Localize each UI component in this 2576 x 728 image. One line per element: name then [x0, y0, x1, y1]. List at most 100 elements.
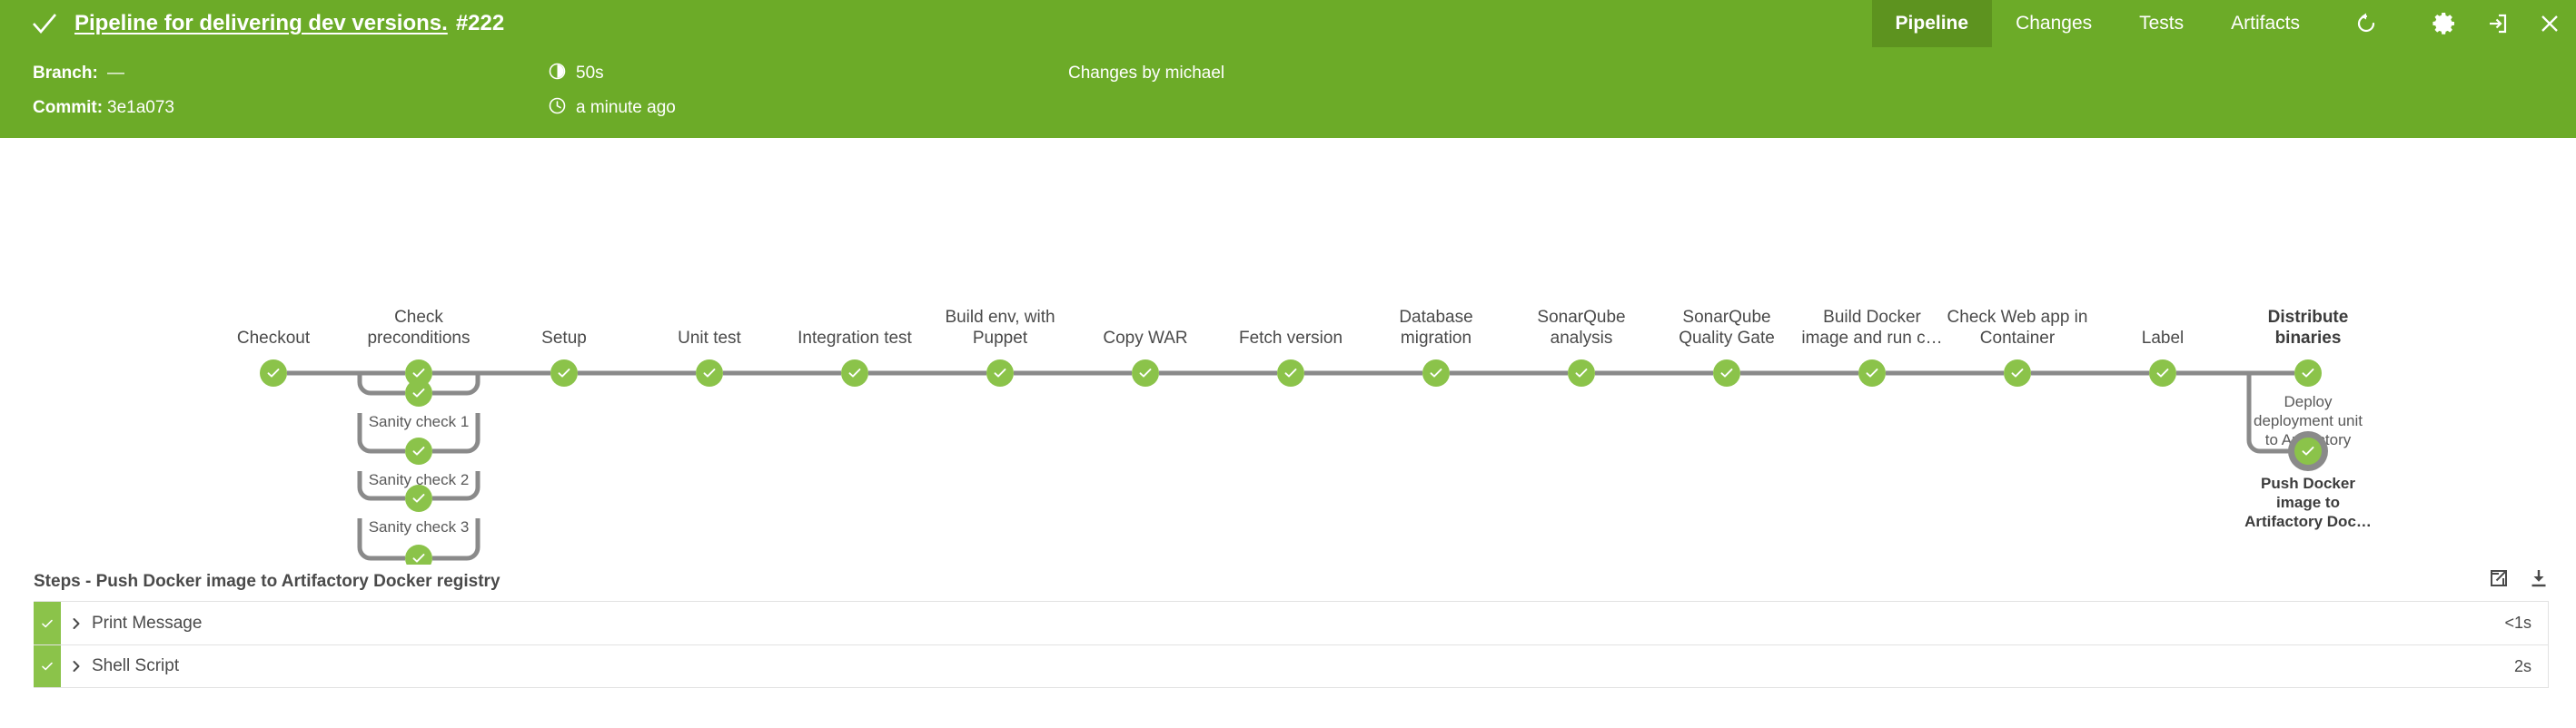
stage-node-8[interactable]	[1422, 359, 1450, 387]
tab-tests[interactable]: Tests	[2139, 13, 2185, 34]
chevron-right-icon[interactable]	[61, 660, 92, 673]
step-status-icon	[34, 645, 61, 687]
distribute-node-1[interactable]	[2294, 438, 2322, 465]
check-icon	[1866, 369, 1878, 378]
steps-title: Steps - Push Docker image to Artifactory…	[34, 572, 500, 591]
sanity-node-3[interactable]	[405, 545, 432, 565]
time-ago-value: a minute ago	[576, 98, 676, 117]
stage-node-11[interactable]	[1858, 359, 1886, 387]
tab-changes[interactable]: Changes	[2016, 13, 2093, 34]
stage-label-6[interactable]: Copy WAR	[1068, 328, 1223, 349]
distribute-label-1[interactable]: Push Docker image to Artifactory Doc…	[2222, 474, 2394, 531]
stage-label-7[interactable]: Fetch version	[1214, 328, 1368, 349]
check-icon	[2302, 369, 2314, 378]
stage-node-10[interactable]	[1713, 359, 1740, 387]
stage-label-12-line-0: Check Web app in	[1947, 308, 2088, 327]
stage-node-12[interactable]	[2004, 359, 2031, 387]
stage-node-7[interactable]	[1277, 359, 1304, 387]
distribute-label-1-line-0: Push Docker	[2261, 475, 2355, 492]
stage-node-9[interactable]	[1568, 359, 1595, 387]
gear-icon[interactable]	[2418, 0, 2471, 47]
tab-pipeline[interactable]: Pipeline	[1871, 0, 1993, 47]
check-icon	[267, 369, 280, 378]
check-icon	[412, 447, 425, 456]
check-icon	[412, 369, 425, 378]
check-icon	[848, 369, 861, 378]
logout-icon[interactable]	[2471, 0, 2523, 47]
sanity-node-2[interactable]	[405, 485, 432, 512]
commit-row: Commit: 3e1a073 a minute ago	[0, 91, 2576, 125]
stage-node-3[interactable]	[696, 359, 723, 387]
sanity-label-0-line-0: Sanity check 1	[368, 413, 470, 430]
stage-node-6[interactable]	[1132, 359, 1159, 387]
stage-label-13[interactable]: Label	[2086, 328, 2240, 349]
check-icon	[1284, 369, 1297, 378]
stage-label-0[interactable]: Checkout	[196, 328, 351, 349]
check-icon	[2011, 369, 2024, 378]
header-meta: Branch: — 50s Changes by michael Commit:…	[0, 47, 2576, 138]
step-row[interactable]: Print Message<1s	[34, 601, 2549, 644]
rerun-icon[interactable]	[2340, 0, 2393, 47]
changes-by: Changes by michael	[1068, 64, 1225, 83]
sanity-node-0[interactable]	[405, 379, 432, 407]
chevron-right-icon[interactable]	[61, 617, 92, 630]
stage-label-4[interactable]: Integration test	[778, 328, 932, 349]
stage-node-4[interactable]	[841, 359, 868, 387]
stage-label-0-line-0: Checkout	[236, 329, 311, 348]
branch-value: —	[107, 64, 124, 83]
stage-label-3[interactable]: Unit test	[632, 328, 787, 349]
clock-icon	[549, 97, 566, 119]
tab-artifacts[interactable]: Artifacts	[2231, 13, 2300, 34]
stage-label-10-line-0: SonarQube	[1682, 308, 1771, 327]
stage-label-13-line-0: Label	[2141, 329, 2185, 348]
stage-label-7-line-0: Fetch version	[1238, 329, 1343, 348]
stage-label-11-line-1: image and run c…	[1801, 329, 1943, 348]
check-icon	[994, 369, 1006, 378]
pipeline-title-link[interactable]: Pipeline for delivering dev versions.	[74, 11, 448, 35]
sanity-label-1[interactable]: Sanity check 2	[342, 470, 496, 489]
check-icon	[412, 389, 425, 398]
stage-label-2[interactable]: Setup	[487, 328, 641, 349]
stage-label-5-line-1: Puppet	[972, 329, 1028, 348]
download-icon[interactable]	[2529, 568, 2549, 588]
step-duration: 2s	[2513, 656, 2531, 675]
stage-node-14[interactable]	[2294, 359, 2322, 387]
stage-node-5[interactable]	[986, 359, 1014, 387]
stage-label-8-line-0: Database	[1399, 308, 1473, 327]
duration-value: 50s	[576, 64, 604, 83]
check-icon	[703, 369, 716, 378]
stage-node-2[interactable]	[550, 359, 578, 387]
check-icon	[2156, 369, 2169, 378]
stage-node-13[interactable]	[2149, 359, 2176, 387]
build-number: #222	[455, 11, 505, 35]
open-external-icon[interactable]	[2489, 568, 2509, 588]
sanity-node-1[interactable]	[405, 438, 432, 465]
distribute-label-1-line-2: Artifactory Doc…	[2244, 513, 2372, 530]
commit-value[interactable]: 3e1a073	[107, 98, 174, 117]
check-icon	[412, 494, 425, 503]
steps-section: Steps - Push Docker image to Artifactory…	[0, 565, 2576, 688]
steps-actions	[2489, 568, 2549, 588]
stage-label-9-line-0: SonarQube	[1537, 308, 1626, 327]
sanity-label-2-line-0: Sanity check 3	[368, 518, 470, 536]
stage-node-0[interactable]	[260, 359, 287, 387]
page-header: Pipeline for delivering dev versions. #2…	[0, 0, 2576, 138]
stage-label-1-line-1: preconditions	[367, 329, 471, 348]
sanity-label-2[interactable]: Sanity check 3	[342, 517, 496, 536]
sanity-label-0[interactable]: Sanity check 1	[342, 412, 496, 431]
close-icon[interactable]	[2523, 0, 2576, 47]
distribute-label-1-line-1: image to	[2276, 494, 2340, 511]
branch-label: Branch:	[33, 64, 98, 83]
check-icon	[412, 554, 425, 563]
step-status-icon	[34, 602, 61, 644]
